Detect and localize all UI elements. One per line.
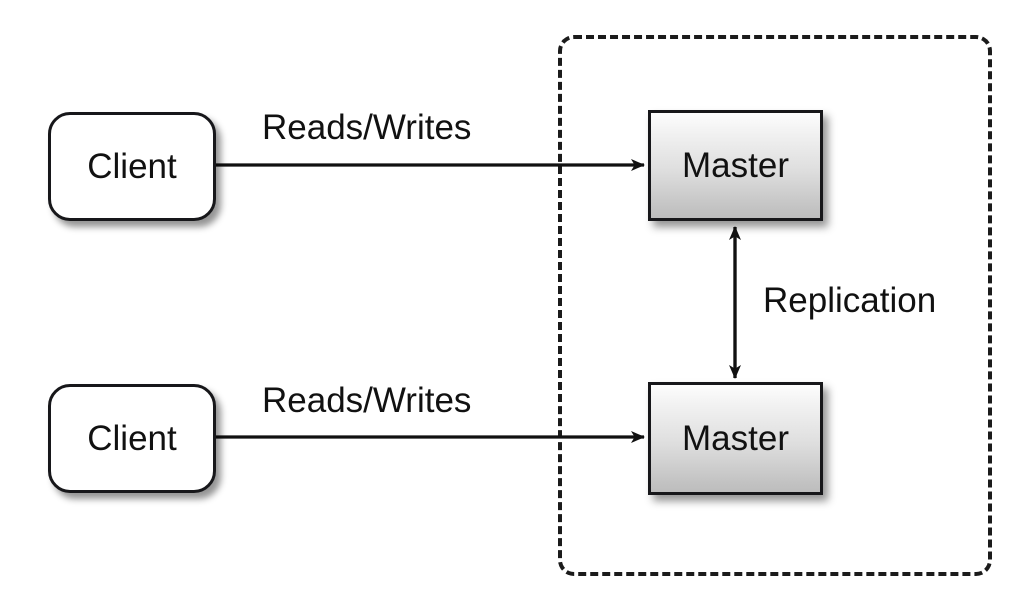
- edge-label-reads-writes-bottom: Reads/Writes: [262, 381, 472, 420]
- node-client-top[interactable]: Client: [48, 112, 216, 221]
- edge-label-reads-writes-top: Reads/Writes: [262, 108, 472, 147]
- node-master-top-label: Master: [682, 146, 789, 185]
- node-master-bottom[interactable]: Master: [648, 382, 823, 495]
- node-client-top-label: Client: [87, 147, 177, 186]
- node-client-bottom[interactable]: Client: [48, 384, 216, 493]
- node-master-top[interactable]: Master: [648, 110, 823, 221]
- node-master-bottom-label: Master: [682, 419, 789, 458]
- node-client-bottom-label: Client: [87, 419, 177, 458]
- edge-label-replication: Replication: [763, 281, 937, 320]
- master-cluster-boundary: [558, 35, 992, 576]
